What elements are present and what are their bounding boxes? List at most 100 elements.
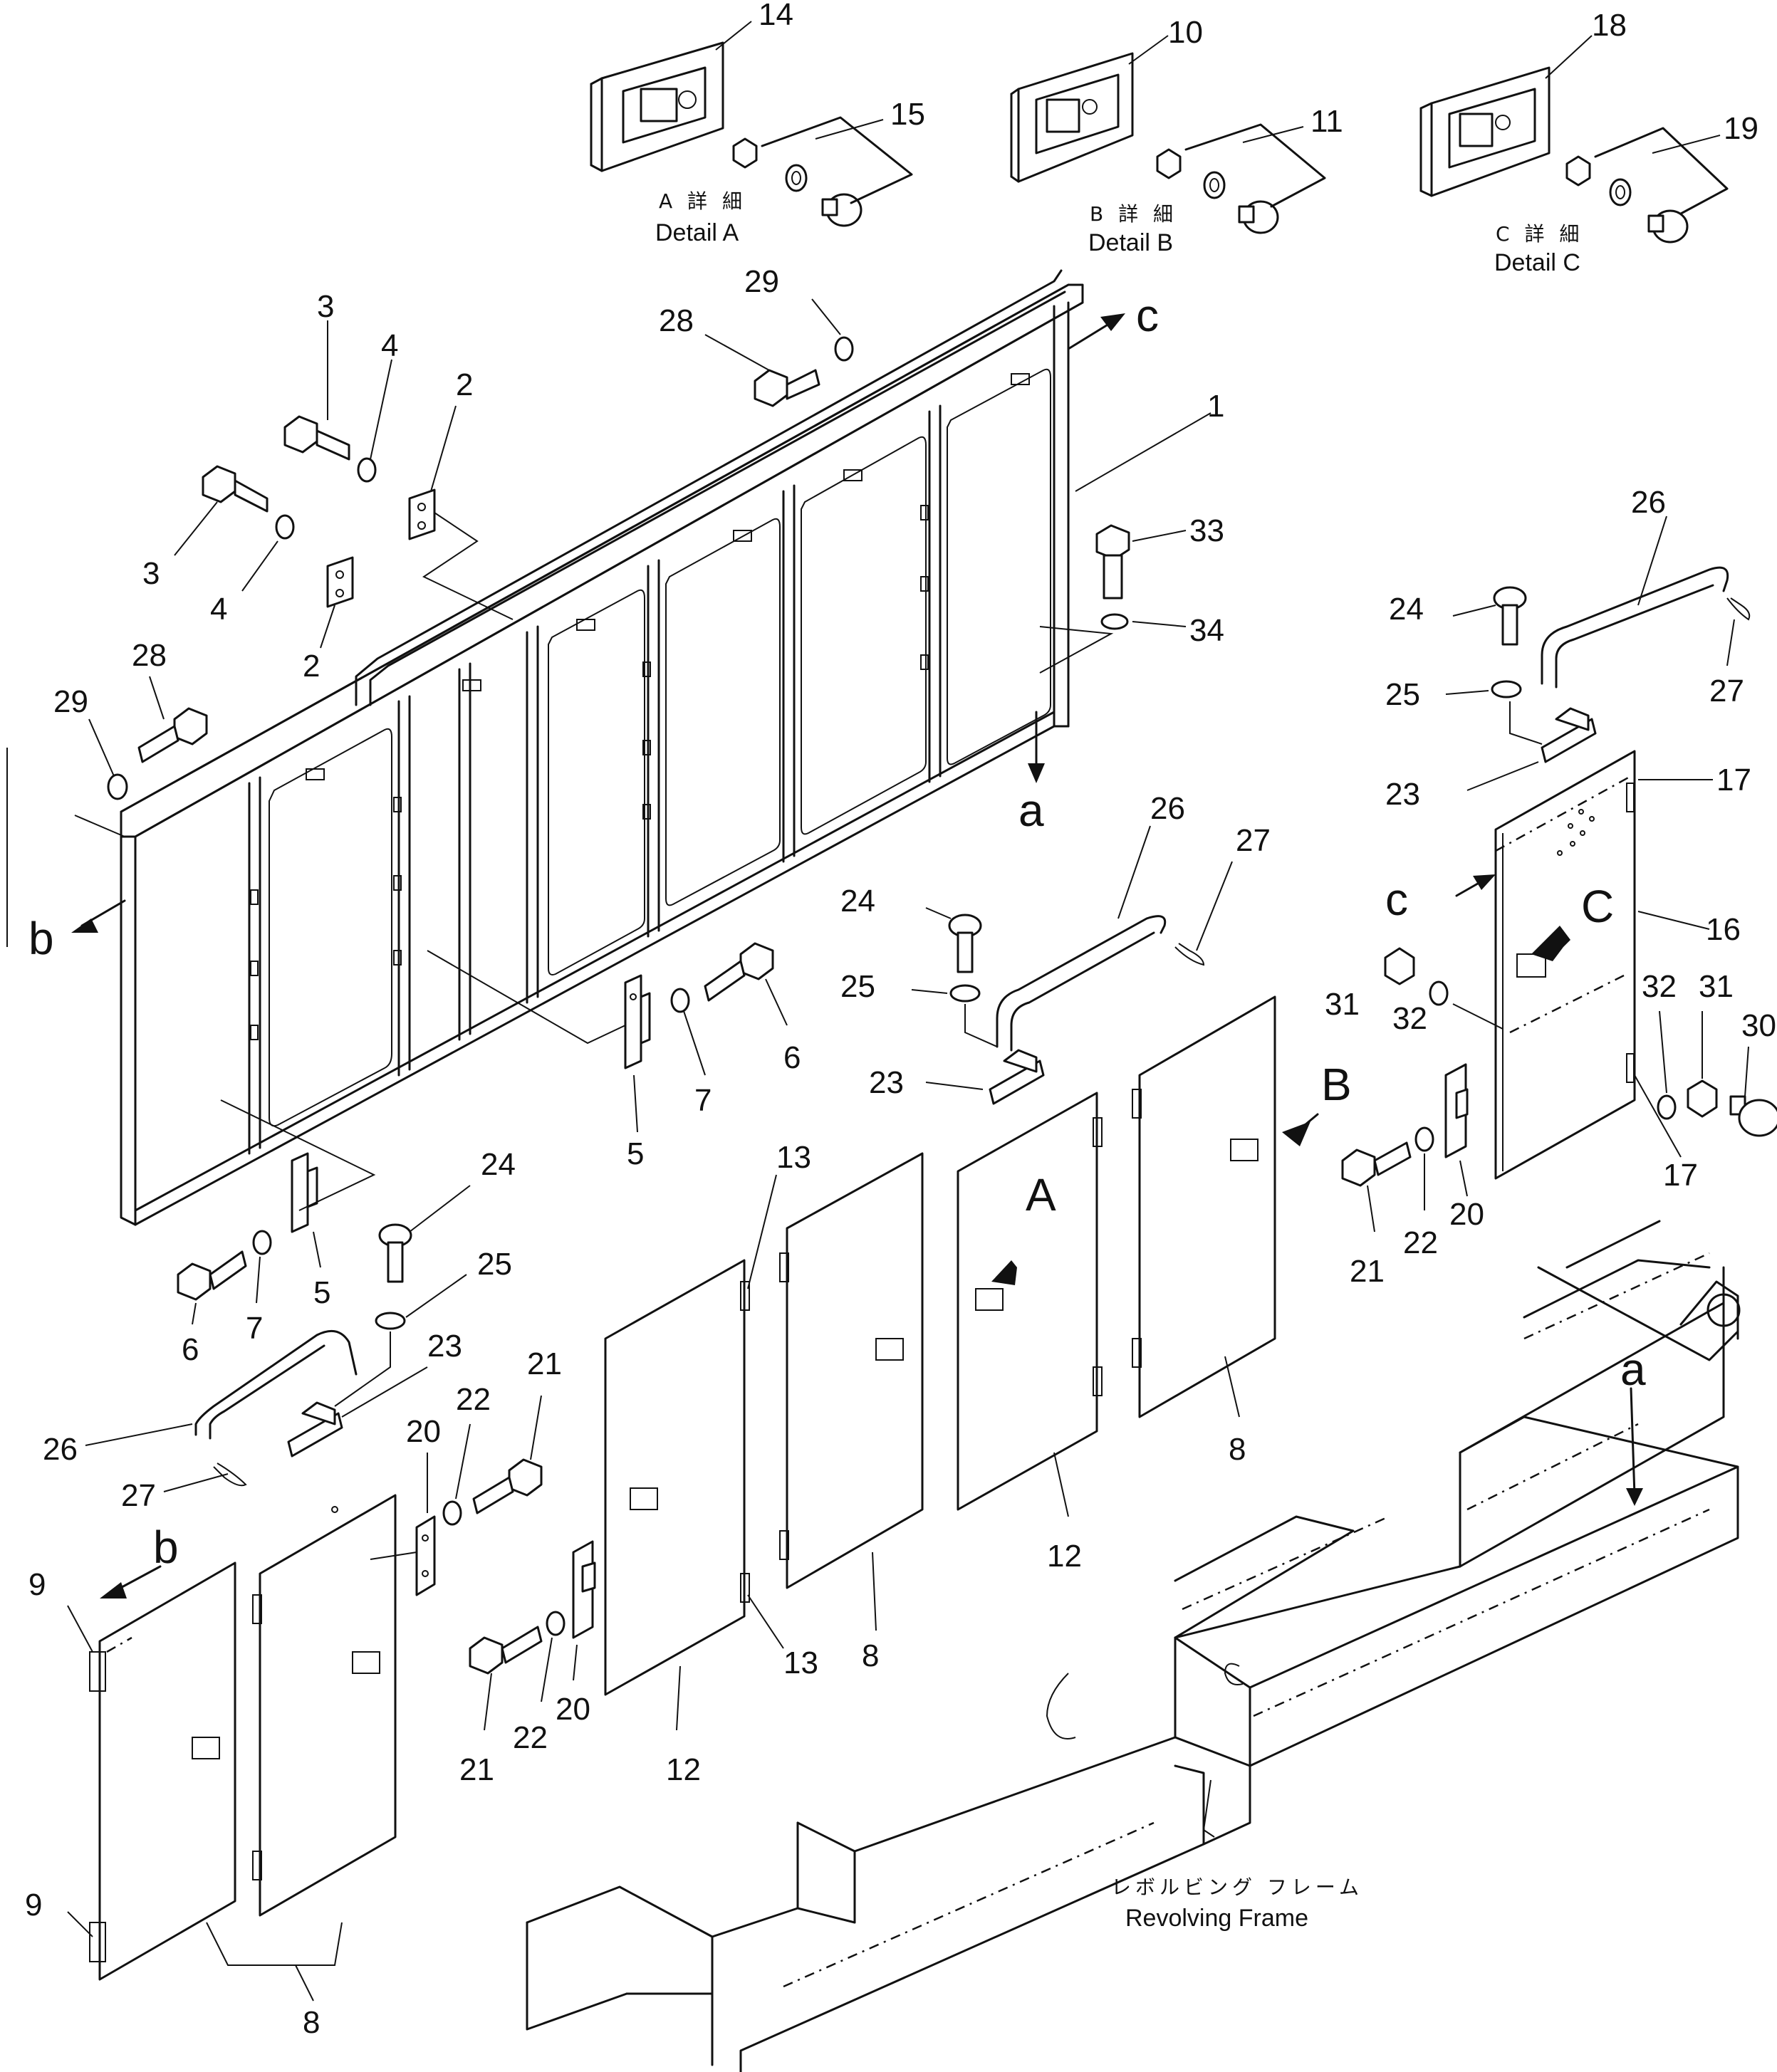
callout-24-left: 24 — [481, 1147, 516, 1182]
screw-part-24-right — [1493, 586, 1527, 646]
callout-8-left: 8 — [303, 2005, 320, 2040]
callout-24-center: 24 — [840, 884, 875, 919]
marker-c-right: c — [1385, 874, 1408, 925]
handle-part-26-center — [996, 915, 1167, 1052]
washer-part-32-left — [1429, 980, 1449, 1006]
washer-part-22-right — [1414, 1126, 1434, 1152]
arrow-b-head-left — [71, 919, 98, 933]
callout-6-upper: 6 — [783, 1040, 801, 1075]
callout-22-center: 22 — [513, 1720, 548, 1755]
callout-17-bottom: 17 — [1663, 1158, 1698, 1193]
detail-b-en: Detail B — [1088, 229, 1173, 256]
hardware-part-11 — [1156, 123, 1326, 234]
marker-a-frame: a — [1620, 1344, 1646, 1395]
callout-23-center: 23 — [869, 1065, 904, 1100]
callout-14: 14 — [759, 0, 793, 32]
marker-a-big: A — [1026, 1169, 1056, 1220]
washer-part-22-left — [442, 1500, 462, 1526]
nut-part-31-right — [1687, 1079, 1718, 1118]
arrow-c-head-top — [1100, 313, 1125, 331]
marker-b-bottom: b — [153, 1522, 179, 1573]
arrow-c-big-head — [1531, 926, 1570, 961]
detail-a-group: 14 15 A 詳 細 Detail A — [590, 0, 925, 246]
callout-20-left: 20 — [406, 1414, 441, 1449]
callout-21-right: 21 — [1350, 1254, 1385, 1289]
door-part-16 — [1494, 750, 1636, 1180]
plate-part-2-lower — [326, 556, 354, 608]
main-frame-part-1 — [120, 269, 1084, 1226]
washer-part-4-upper — [357, 457, 377, 483]
callout-28-left: 28 — [132, 638, 167, 673]
bolt-part-6-upper — [704, 942, 774, 1002]
callout-33: 33 — [1189, 513, 1224, 548]
washer-part-7-lower — [252, 1230, 272, 1255]
callout-12-center: 12 — [1047, 1539, 1082, 1574]
bracket-part-23-left — [287, 1401, 343, 1458]
callout-25-left: 25 — [477, 1247, 512, 1282]
door-part-8-left-front — [89, 1561, 236, 1981]
callout-24-right: 24 — [1389, 592, 1424, 627]
bracket-part-23-center — [989, 1049, 1045, 1105]
washer-part-22-center — [546, 1611, 566, 1636]
callout-10: 10 — [1168, 15, 1203, 50]
frame-caption-jp: レボルビング フレーム — [1111, 1875, 1363, 1899]
callout-18: 18 — [1592, 8, 1627, 43]
washer-part-29-top — [834, 336, 854, 362]
door-part-8-center-right — [1132, 995, 1276, 1418]
callout-9-bottom: 9 — [25, 1888, 42, 1922]
door-part-12-center — [957, 1092, 1103, 1511]
bolt-part-21-center — [469, 1626, 543, 1675]
callout-21-left: 21 — [527, 1346, 562, 1381]
pin-part-27-center — [1174, 943, 1205, 966]
callout-1: 1 — [1207, 389, 1224, 424]
callout-2-bottom: 2 — [303, 649, 320, 684]
callout-26-right: 26 — [1631, 485, 1666, 520]
revolving-frame — [526, 1220, 1741, 2072]
callout-4-top: 4 — [381, 328, 398, 363]
washer-part-25-right — [1491, 680, 1522, 698]
arrow-a-big-head — [991, 1260, 1017, 1285]
latch-part-5-upper — [624, 974, 651, 1069]
callout-21-center: 21 — [459, 1752, 494, 1787]
callout-5-upper: 5 — [627, 1136, 644, 1171]
callout-29-left: 29 — [53, 684, 88, 719]
callout-34: 34 — [1189, 613, 1224, 648]
callout-20-center: 20 — [556, 1692, 590, 1727]
door-part-8-left-rear — [252, 1494, 397, 1917]
callout-26-left: 26 — [43, 1432, 78, 1467]
washer-part-34 — [1100, 613, 1129, 630]
bolt-part-3-lower — [202, 465, 269, 513]
callout-27-left: 27 — [121, 1478, 156, 1513]
latch-part-14 — [590, 41, 724, 172]
callout-31-left: 31 — [1325, 987, 1360, 1022]
detail-c-group: 18 19 C 詳 細 Detail C — [1419, 8, 1758, 276]
callout-27-center: 27 — [1236, 823, 1271, 858]
handle-part-26-left — [194, 1329, 358, 1440]
latch-part-10 — [1010, 52, 1134, 183]
callout-3-top: 3 — [317, 289, 334, 324]
callout-16: 16 — [1706, 912, 1741, 947]
callout-28-top: 28 — [659, 303, 694, 338]
screw-part-24-left — [378, 1223, 412, 1283]
door-part-12-left — [604, 1259, 750, 1696]
callout-23-left: 23 — [427, 1329, 462, 1364]
latch-part-18 — [1419, 66, 1551, 197]
marker-c-top: c — [1136, 290, 1159, 341]
marker-a-top: a — [1018, 785, 1044, 836]
callout-11: 11 — [1310, 104, 1343, 139]
marker-c-big: C — [1581, 881, 1614, 932]
screw-part-24-center — [948, 914, 982, 973]
arrow-a-head-frame — [1626, 1488, 1643, 1506]
bolt-part-6-lower — [177, 1250, 247, 1301]
washer-part-25-left — [375, 1312, 406, 1330]
bolt-part-21-left — [472, 1458, 543, 1514]
callout-20-right: 20 — [1449, 1197, 1484, 1232]
washer-part-25-center — [949, 984, 981, 1003]
pin-part-27-right — [1726, 597, 1751, 621]
plate-part-2-upper — [408, 488, 436, 540]
callout-27-right: 27 — [1709, 674, 1744, 708]
detail-c-en: Detail C — [1494, 249, 1580, 276]
callout-32-left: 32 — [1392, 1001, 1427, 1036]
callout-3-bottom: 3 — [142, 556, 160, 591]
arrow-b-big-head — [1282, 1121, 1310, 1146]
